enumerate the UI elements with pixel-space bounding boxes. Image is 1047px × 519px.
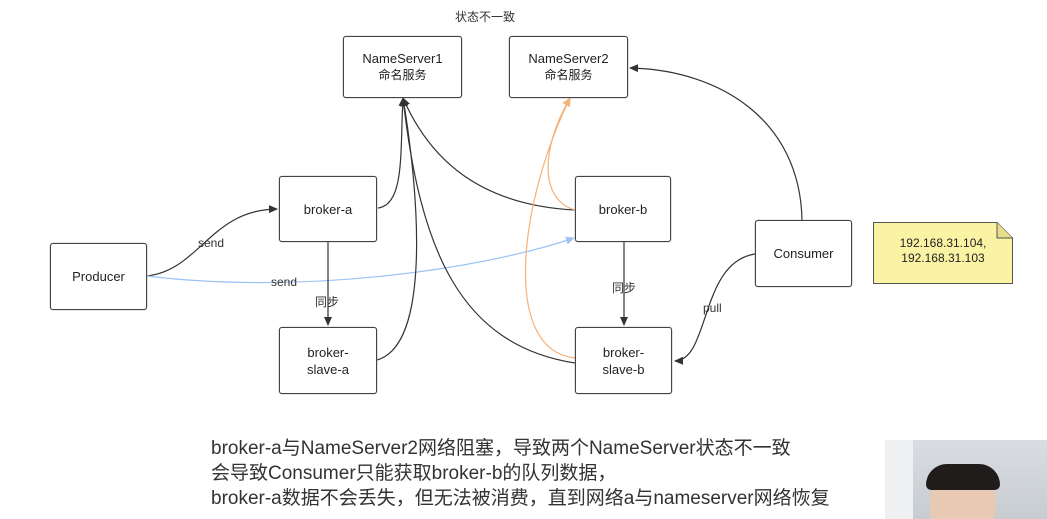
send-label-bottom: send bbox=[271, 275, 298, 289]
broker-a-node[interactable]: broker-a bbox=[279, 176, 377, 242]
edge-slave-a-nameserver1 bbox=[376, 97, 418, 361]
producer-title: Producer bbox=[72, 269, 125, 284]
edge-producer-broker-a bbox=[146, 205, 278, 277]
consumer-title: Consumer bbox=[773, 246, 834, 261]
nameserver2-title: NameServer2 bbox=[528, 51, 609, 66]
edge-producer-broker-b bbox=[146, 236, 575, 284]
note-text: 192.168.31.104, 192.168.31.103 bbox=[873, 236, 1013, 266]
note-line1: 192.168.31.104, bbox=[899, 236, 987, 250]
broker-slave-a-line2: slave-a bbox=[307, 361, 349, 377]
caption: broker-a与NameServer2网络阻塞，导致两个NameServer状… bbox=[211, 436, 891, 511]
broker-slave-a-line1: broker- bbox=[307, 344, 349, 360]
state-inconsistent-label: 状态不一致 bbox=[455, 10, 516, 24]
note-line2: 192.168.31.103 bbox=[901, 251, 985, 265]
edge-broker-b-nameserver1 bbox=[402, 97, 576, 211]
broker-slave-b-node[interactable]: broker- slave-b bbox=[575, 327, 672, 394]
broker-a-title: broker-a bbox=[303, 201, 353, 217]
ip-note[interactable]: 192.168.31.104, 192.168.31.103 bbox=[873, 222, 1013, 284]
consumer-node[interactable]: Consumer bbox=[755, 220, 852, 287]
note-shape bbox=[873, 222, 1013, 284]
sync-label-b: 同步 bbox=[612, 281, 637, 295]
edge-consumer-slave-b bbox=[674, 253, 756, 365]
edge-broker-a-nameserver1 bbox=[377, 97, 407, 209]
edge-slave-b-nameserver1 bbox=[399, 97, 576, 364]
webcam-overlay bbox=[885, 440, 1047, 519]
caption-line3: broker-a数据不会丢失，但无法被消费，直到网络a与nameserver网络… bbox=[211, 488, 830, 509]
webcam-background-window bbox=[885, 440, 913, 519]
nameserver2-subtitle: 命名服务 bbox=[544, 68, 593, 82]
presenter-hair bbox=[926, 464, 1000, 490]
nameserver2-node[interactable]: NameServer2 命名服务 bbox=[509, 36, 628, 98]
pull-label: pull bbox=[703, 301, 722, 315]
broker-b-title: broker-b bbox=[598, 201, 648, 217]
nameserver1-node[interactable]: NameServer1 命名服务 bbox=[343, 36, 462, 98]
broker-slave-b-line2: slave-b bbox=[602, 361, 645, 377]
broker-slave-a-node[interactable]: broker- slave-a bbox=[279, 327, 377, 394]
sync-label-a: 同步 bbox=[315, 295, 340, 309]
send-label-top: send bbox=[198, 236, 225, 250]
caption-line1: broker-a与NameServer2网络阻塞，导致两个NameServer状… bbox=[211, 438, 791, 459]
edge-slave-b-nameserver2 bbox=[524, 97, 576, 359]
edge-consumer-nameserver2 bbox=[629, 64, 803, 221]
edge-broker-b-nameserver2 bbox=[547, 97, 576, 211]
nameserver1-title: NameServer1 bbox=[362, 51, 443, 66]
broker-b-node[interactable]: broker-b bbox=[575, 176, 671, 242]
nameserver1-subtitle: 命名服务 bbox=[378, 68, 427, 82]
broker-slave-b-line1: broker- bbox=[602, 344, 645, 360]
caption-line2: 会导致Consumer只能获取broker-b的队列数据， bbox=[211, 463, 617, 484]
producer-node[interactable]: Producer bbox=[50, 243, 147, 310]
